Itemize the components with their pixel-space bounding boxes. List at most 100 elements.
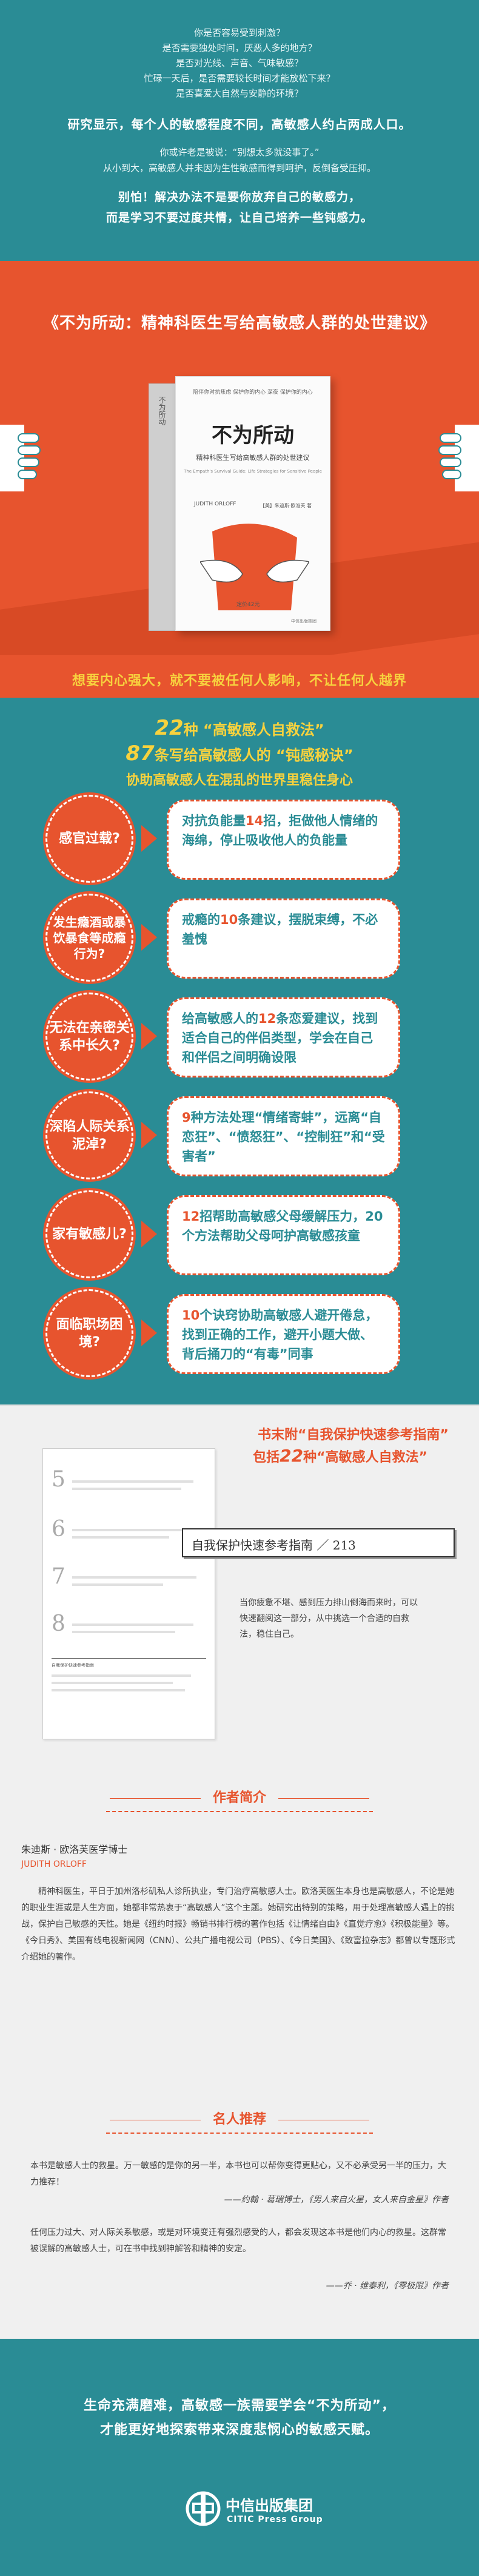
title-text: 作者简介 — [212, 1790, 266, 1806]
solution-text: 条建议，摆脱束缚，不必羞愧 — [182, 912, 378, 946]
solution-text: 给高敏感人的 — [182, 1011, 258, 1026]
card-line — [52, 1674, 191, 1677]
intro-question: 你是否容易受到刺激？ — [193, 27, 285, 38]
card-line — [72, 1576, 196, 1579]
arrow-icon — [141, 1122, 157, 1148]
title-rule — [109, 1798, 201, 1799]
guide-tab: 自我保护快速参考指南 ／ 213 — [182, 1528, 455, 1557]
cover-title: 不为所动 — [212, 423, 294, 448]
qa-item: 家有敏感儿? 12招帮助高敏感父母缓解压力，20个方法帮助父母呵护高敏感孩童 — [0, 1190, 479, 1289]
card-line — [72, 1488, 181, 1490]
solution-text: 种方法处理“情绪寄蚌”，远离“自恋狂”、“愤怒狂”、“控制狂”和“受害者” — [182, 1110, 385, 1164]
arrow-icon — [141, 924, 157, 951]
intro-paragraph: 从小到大，高敏感人并未因为生性敏感而得到呵护，反倒备受压抑。 — [102, 163, 376, 174]
solution-box: 对抗负能量14招，拒做他人情绪的海绵，停止吸收他人的负能量 — [167, 800, 400, 880]
arrow-icon — [141, 1023, 157, 1050]
solution-box: 给高敏感人的12条恋爱建议，找到适合自己的伴侣类型，学会在自己和伴侣之间明确设限 — [167, 997, 400, 1077]
title-dashes — [106, 1811, 373, 1812]
banner-text: 条写给高敏感人的 “钝感秘诀” — [154, 747, 353, 764]
card-number: 6 — [52, 1517, 65, 1542]
intro-paragraph: 你或许老是被说：“别想太多就没事了。” — [159, 147, 320, 158]
solution-text: 戒瘾的 — [182, 912, 220, 927]
intro-bold: 别怕！解决办法不是要你放弃自己的敏感力， — [118, 191, 361, 204]
highlight-banner: 想要内心强大，就不要被任何人影响，不让任何人越界 22种 “高敏感人自救法” 8… — [0, 655, 479, 788]
cover-subtitle: 精神科医生写给高敏感人群的处世建议 — [196, 454, 310, 462]
author-title: 作者简介 — [0, 1787, 479, 1812]
cover-publisher: 中信出版集团 — [291, 619, 317, 624]
intro-question: 是否喜爱大自然与安静的环境？ — [175, 88, 303, 99]
intro-questions: 你是否容易受到刺激？ 是否需要独处时间，厌恶人多的地方？ 是否对光线、声音、气味… — [0, 25, 479, 101]
book-image: 不为所动 陪伴你对抗焦虑 保护你的内心 深夜 保护你的内心 不为所动 精神科医生… — [149, 376, 330, 631]
solution-text: 个诀窍协助高敏感人避开倦怠，找到正确的工作，避开小题大做、背后捅刀的“有毒”同事 — [182, 1308, 378, 1361]
arrow-icon — [141, 1221, 157, 1247]
recommendation-section: 名人推荐 本书是敏感人士的救星。万一敏感的是你的另一半，本书也可以帮你变得更贴心… — [0, 2108, 479, 2339]
banner-text: 种 “高敏感人自救法” — [183, 721, 324, 738]
banner-line-4: 协助高敏感人在混乱的世界里稳住身心 — [126, 773, 353, 788]
qa-item: 感官过载? 对抗负能量14招，拒做他人情绪的海绵，停止吸收他人的负能量 — [0, 795, 479, 894]
recommendation-title: 名人推荐 — [0, 2108, 479, 2134]
excerpt-section: 5 6 7 8 自我保护快速参考指南 书末附“自我保护快速参考指南” 包括22种… — [0, 1404, 479, 1781]
excerpt-subheading: 包括22种“高敏感人自救法” — [253, 1446, 427, 1466]
title-dashes — [106, 2133, 373, 2134]
cover-author-cn: 【美】朱迪斯·欧洛芙 著 — [260, 503, 312, 508]
recommendation-quote: 任何压力过大、对人际关系敏感，或是对环境变迁有强烈感受的人，都会发现这本书是他们… — [30, 2228, 446, 2254]
card-line — [72, 1536, 169, 1539]
banner-line-2: 22种 “高敏感人自救法” — [0, 716, 479, 740]
excerpt-page-image: 5 6 7 8 自我保护快速参考指南 — [42, 1448, 215, 1739]
excerpt-description: 当你疲惫不堪、感到压力排山倒海而来时，可以快速翻阅这一部分，从中挑选一个合适的自… — [240, 1598, 418, 1639]
problem-circle: 家有敏感儿? — [45, 1190, 133, 1278]
arrow-icon — [141, 825, 157, 852]
card-line — [72, 1583, 163, 1586]
banner-number: 22 — [155, 716, 184, 740]
banner-top-band — [0, 655, 479, 698]
card-line — [72, 1480, 193, 1483]
intro-section: 你是否容易受到刺激？ 是否需要独处时间，厌恶人多的地方？ 是否对光线、声音、气味… — [0, 0, 479, 261]
intro-stat: 研究显示，每个人的敏感程度不同，高敏感人约占两成人口。 — [67, 117, 412, 132]
problem-solution-list: 感官过载? 对抗负能量14招，拒做他人情绪的海绵，停止吸收他人的负能量 发生瘾酒… — [0, 770, 479, 1404]
recommendation-source: ——乔 · 维泰利，《零极限》作者 — [326, 2281, 449, 2291]
title-rule — [278, 1798, 369, 1799]
problem-circle: 感官过载? — [45, 795, 133, 883]
subheading-number: 22 — [280, 1446, 304, 1466]
solution-text: 条恋爱建议，找到适合自己的伴侣类型，学会在自己和伴侣之间明确设限 — [182, 1011, 378, 1065]
solution-text: 对抗负能量 — [182, 814, 246, 828]
qa-item: 深陷人际关系泥淖? 9种方法处理“情绪寄蚌”，远离“自恋狂”、“愤怒狂”、“控制… — [0, 1091, 479, 1190]
solution-number: 14 — [246, 814, 264, 828]
banner-line-1: 想要内心强大，就不要被任何人影响，不让任何人越界 — [72, 673, 407, 689]
card-line — [52, 1682, 173, 1684]
citic-logo-icon — [186, 2491, 221, 2526]
author-bio: 精神科医生，平日于加州洛杉矶私人诊所执业，专门治疗高敏感人士。欧洛芙医生本身也是… — [21, 1887, 455, 1962]
solution-number: 12 — [182, 1209, 200, 1224]
solution-box: 戒瘾的10条建议，摆脱束缚，不必羞愧 — [167, 899, 400, 979]
card-line — [72, 1631, 175, 1633]
qa-item: 无法在亲密关系中长久? 给高敏感人的12条恋爱建议，找到适合自己的伴侣类型，学会… — [0, 993, 479, 1091]
solution-number: 10 — [182, 1308, 200, 1323]
left-hand-illustration — [0, 425, 41, 491]
problem-circle: 发生瘾酒或暴饮暴食等成瘾行为? — [45, 894, 133, 982]
problem-circle: 深陷人际关系泥淖? — [45, 1091, 133, 1179]
card-number: 5 — [52, 1467, 65, 1492]
recommendation-quote: 本书是敏感人士的救星。万一敏感的是你的另一半，本书也可以帮你变得更贴心，又不必承… — [30, 2161, 446, 2187]
author-section: 作者简介 朱迪斯 · 欧洛芙医学博士 JUDITH ORLOFF 精神科医生，平… — [0, 1781, 479, 2108]
footer-line-2: 才能更好地探索带来深度悲悯心的敏感天赋。 — [99, 2423, 379, 2438]
subheading-text: 包括 — [253, 1450, 280, 1465]
card-number: 7 — [52, 1564, 65, 1589]
qa-item: 面临职场困境? 10个诀窍协助高敏感人避开倦怠，找到正确的工作，避开小题大做、背… — [0, 1289, 479, 1388]
author-english-name: JUDITH ORLOFF — [21, 1860, 87, 1869]
arrow-icon — [141, 1320, 157, 1346]
subheading-text: 种“高敏感人自救法” — [303, 1450, 427, 1465]
banner-line-3: 87条写给高敏感人的 “钝感秘诀” — [0, 741, 479, 766]
card-line — [72, 1623, 193, 1626]
card-line — [72, 1529, 199, 1531]
publisher-english-name: CITIC Press Group — [227, 2515, 323, 2524]
excerpt-heading: 书末附“自我保护快速参考指南” — [258, 1428, 449, 1443]
title-text: 名人推荐 — [212, 2112, 266, 2127]
card-rule — [52, 1658, 206, 1659]
problem-circle: 无法在亲密关系中长久? — [45, 993, 133, 1081]
solution-box: 10个诀窍协助高敏感人避开倦怠，找到正确的工作，避开小题大做、背后捅刀的“有毒”… — [167, 1294, 400, 1374]
book-cover: 陪伴你对抗焦虑 保护你的内心 深夜 保护你的内心 不为所动 精神科医生写给高敏感… — [175, 376, 330, 631]
right-hand-illustration — [438, 425, 479, 491]
card-number: 8 — [52, 1611, 65, 1636]
qa-item: 发生瘾酒或暴饮暴食等成瘾行为? 戒瘾的10条建议，摆脱束缚，不必羞愧 — [0, 894, 479, 993]
